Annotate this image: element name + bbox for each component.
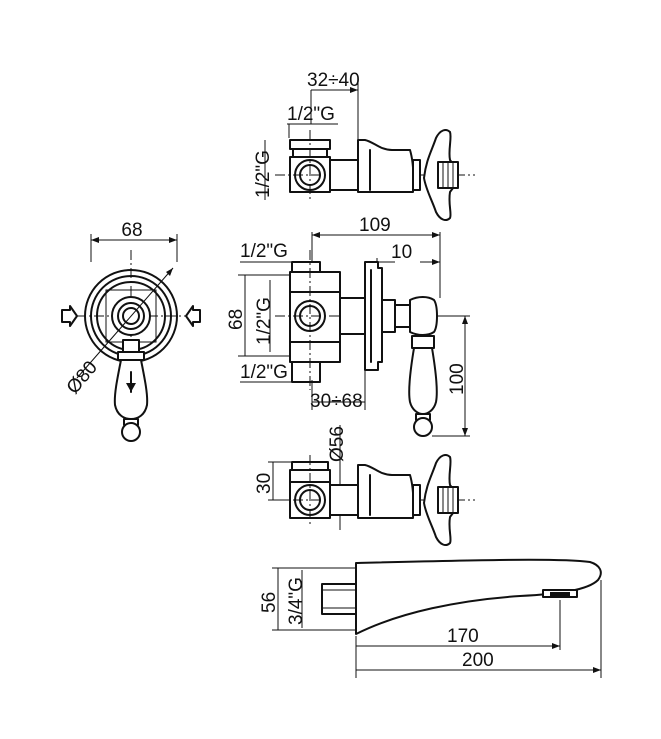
front-view: 68 Ø80 <box>61 220 201 442</box>
dim-middle-thread-top: 1/2"G <box>240 241 288 262</box>
dim-middle-thread-bottom: 1/2"G <box>240 362 288 383</box>
dim-spout-height: 56 <box>259 592 280 613</box>
dim-middle-thread-mid: 1/2"G <box>254 297 275 345</box>
dim-middle-range: 30÷68 <box>310 391 363 412</box>
spout-view: 56 3/4"G 170 200 <box>259 558 602 678</box>
dim-top-thread: 1/2"G <box>287 104 335 125</box>
dim-spout-thread: 3/4"G <box>286 577 307 625</box>
dim-front-width: 68 <box>121 220 142 241</box>
dim-middle-handle-height: 100 <box>447 363 468 395</box>
dim-spout-projection-total: 200 <box>462 650 494 671</box>
dim-front-diameter: Ø80 <box>63 357 102 398</box>
dim-spout-projection-inner: 170 <box>447 626 479 647</box>
top-assembly: 32÷40 1/2"G 1/2"G <box>253 70 475 221</box>
dim-top-side-thread: 1/2"G <box>253 150 274 198</box>
dim-top-range: 32÷40 <box>307 70 360 91</box>
dim-middle-offset: 10 <box>391 242 412 263</box>
dim-lower-diameter: Ø56 <box>327 426 348 462</box>
dim-lower-height: 30 <box>254 473 275 494</box>
middle-assembly: 109 10 1/2"G 68 1/2"G 1/2"G <box>226 215 470 437</box>
dim-middle-height: 68 <box>226 309 247 330</box>
dim-middle-depth: 109 <box>359 215 391 236</box>
lower-assembly: Ø56 30 <box>254 425 475 546</box>
